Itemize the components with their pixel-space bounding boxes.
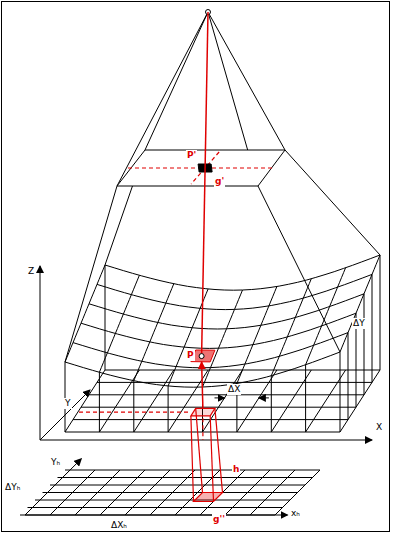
red-construction [79,12,272,502]
line [340,370,380,432]
line [50,485,305,486]
point-label: h [232,464,240,475]
wall-line [105,265,106,370]
surface-line [237,287,277,384]
wall-line [99,372,100,432]
wall-line [168,386,169,432]
line [65,370,105,432]
axis-label: ΔX [227,384,241,395]
delta-arrow [259,397,269,398]
line [43,492,298,493]
point-p [199,354,204,359]
wall-line [372,274,373,382]
xh-axis [25,515,288,516]
projection-ray [208,12,285,150]
axis-label: ΔXₕ [110,520,128,531]
prism-edge [196,408,203,492]
red-dashed [79,412,191,413]
wall-line [305,365,306,432]
axis-label: ΔYₕ [4,482,21,493]
z-axis [40,266,41,440]
line [81,407,356,408]
surface-line [73,333,348,368]
line [28,507,283,508]
point-label: g'' [212,514,226,525]
x-axis [40,440,372,441]
projection-ray [258,186,340,352]
prism-edge [210,416,213,502]
prism-bottom [194,493,223,502]
surface-line [89,294,364,329]
prism-top [191,408,215,416]
projection-ray [285,150,380,255]
line [99,370,139,432]
wall-line [364,294,365,395]
axis-label: xₕ [290,508,301,519]
line [203,370,243,432]
wall-line [348,333,349,420]
wall-line [271,376,272,432]
ortho-grid [20,459,320,515]
red-ray [202,12,208,356]
surface-line [340,255,380,352]
point-label: P' [186,150,197,161]
base-grid [40,266,380,440]
image-plane [117,150,285,186]
prism-edge [191,416,194,502]
point-label: P [186,350,195,361]
surface-line [97,274,372,309]
line [134,370,174,432]
terrain-surface [65,255,380,432]
axis-label: Y [64,398,72,409]
wall-line [380,255,381,370]
surface-line [65,265,105,362]
surface-line [99,275,139,372]
surface-line [203,290,243,387]
wall-line [65,362,66,432]
axis-label: Yₕ [50,457,61,468]
wall-line [133,381,134,432]
red-arrow [202,362,203,408]
projection-ray [65,186,117,362]
prism-edge [215,408,223,492]
axis-label: X [375,422,383,433]
surface-line [271,279,311,376]
surface-line [105,255,380,290]
line [35,500,290,501]
surface-line [134,284,174,381]
delta-arrow [215,397,225,398]
axis-label: Z [27,266,35,277]
line [58,477,313,478]
surface-line [81,313,356,348]
projection-ray [145,12,208,150]
axis-label: ΔY [352,318,366,329]
red-dashed [202,418,203,440]
wall-line [340,352,341,432]
point-label: g' [214,176,225,187]
projection-rays [65,10,380,363]
